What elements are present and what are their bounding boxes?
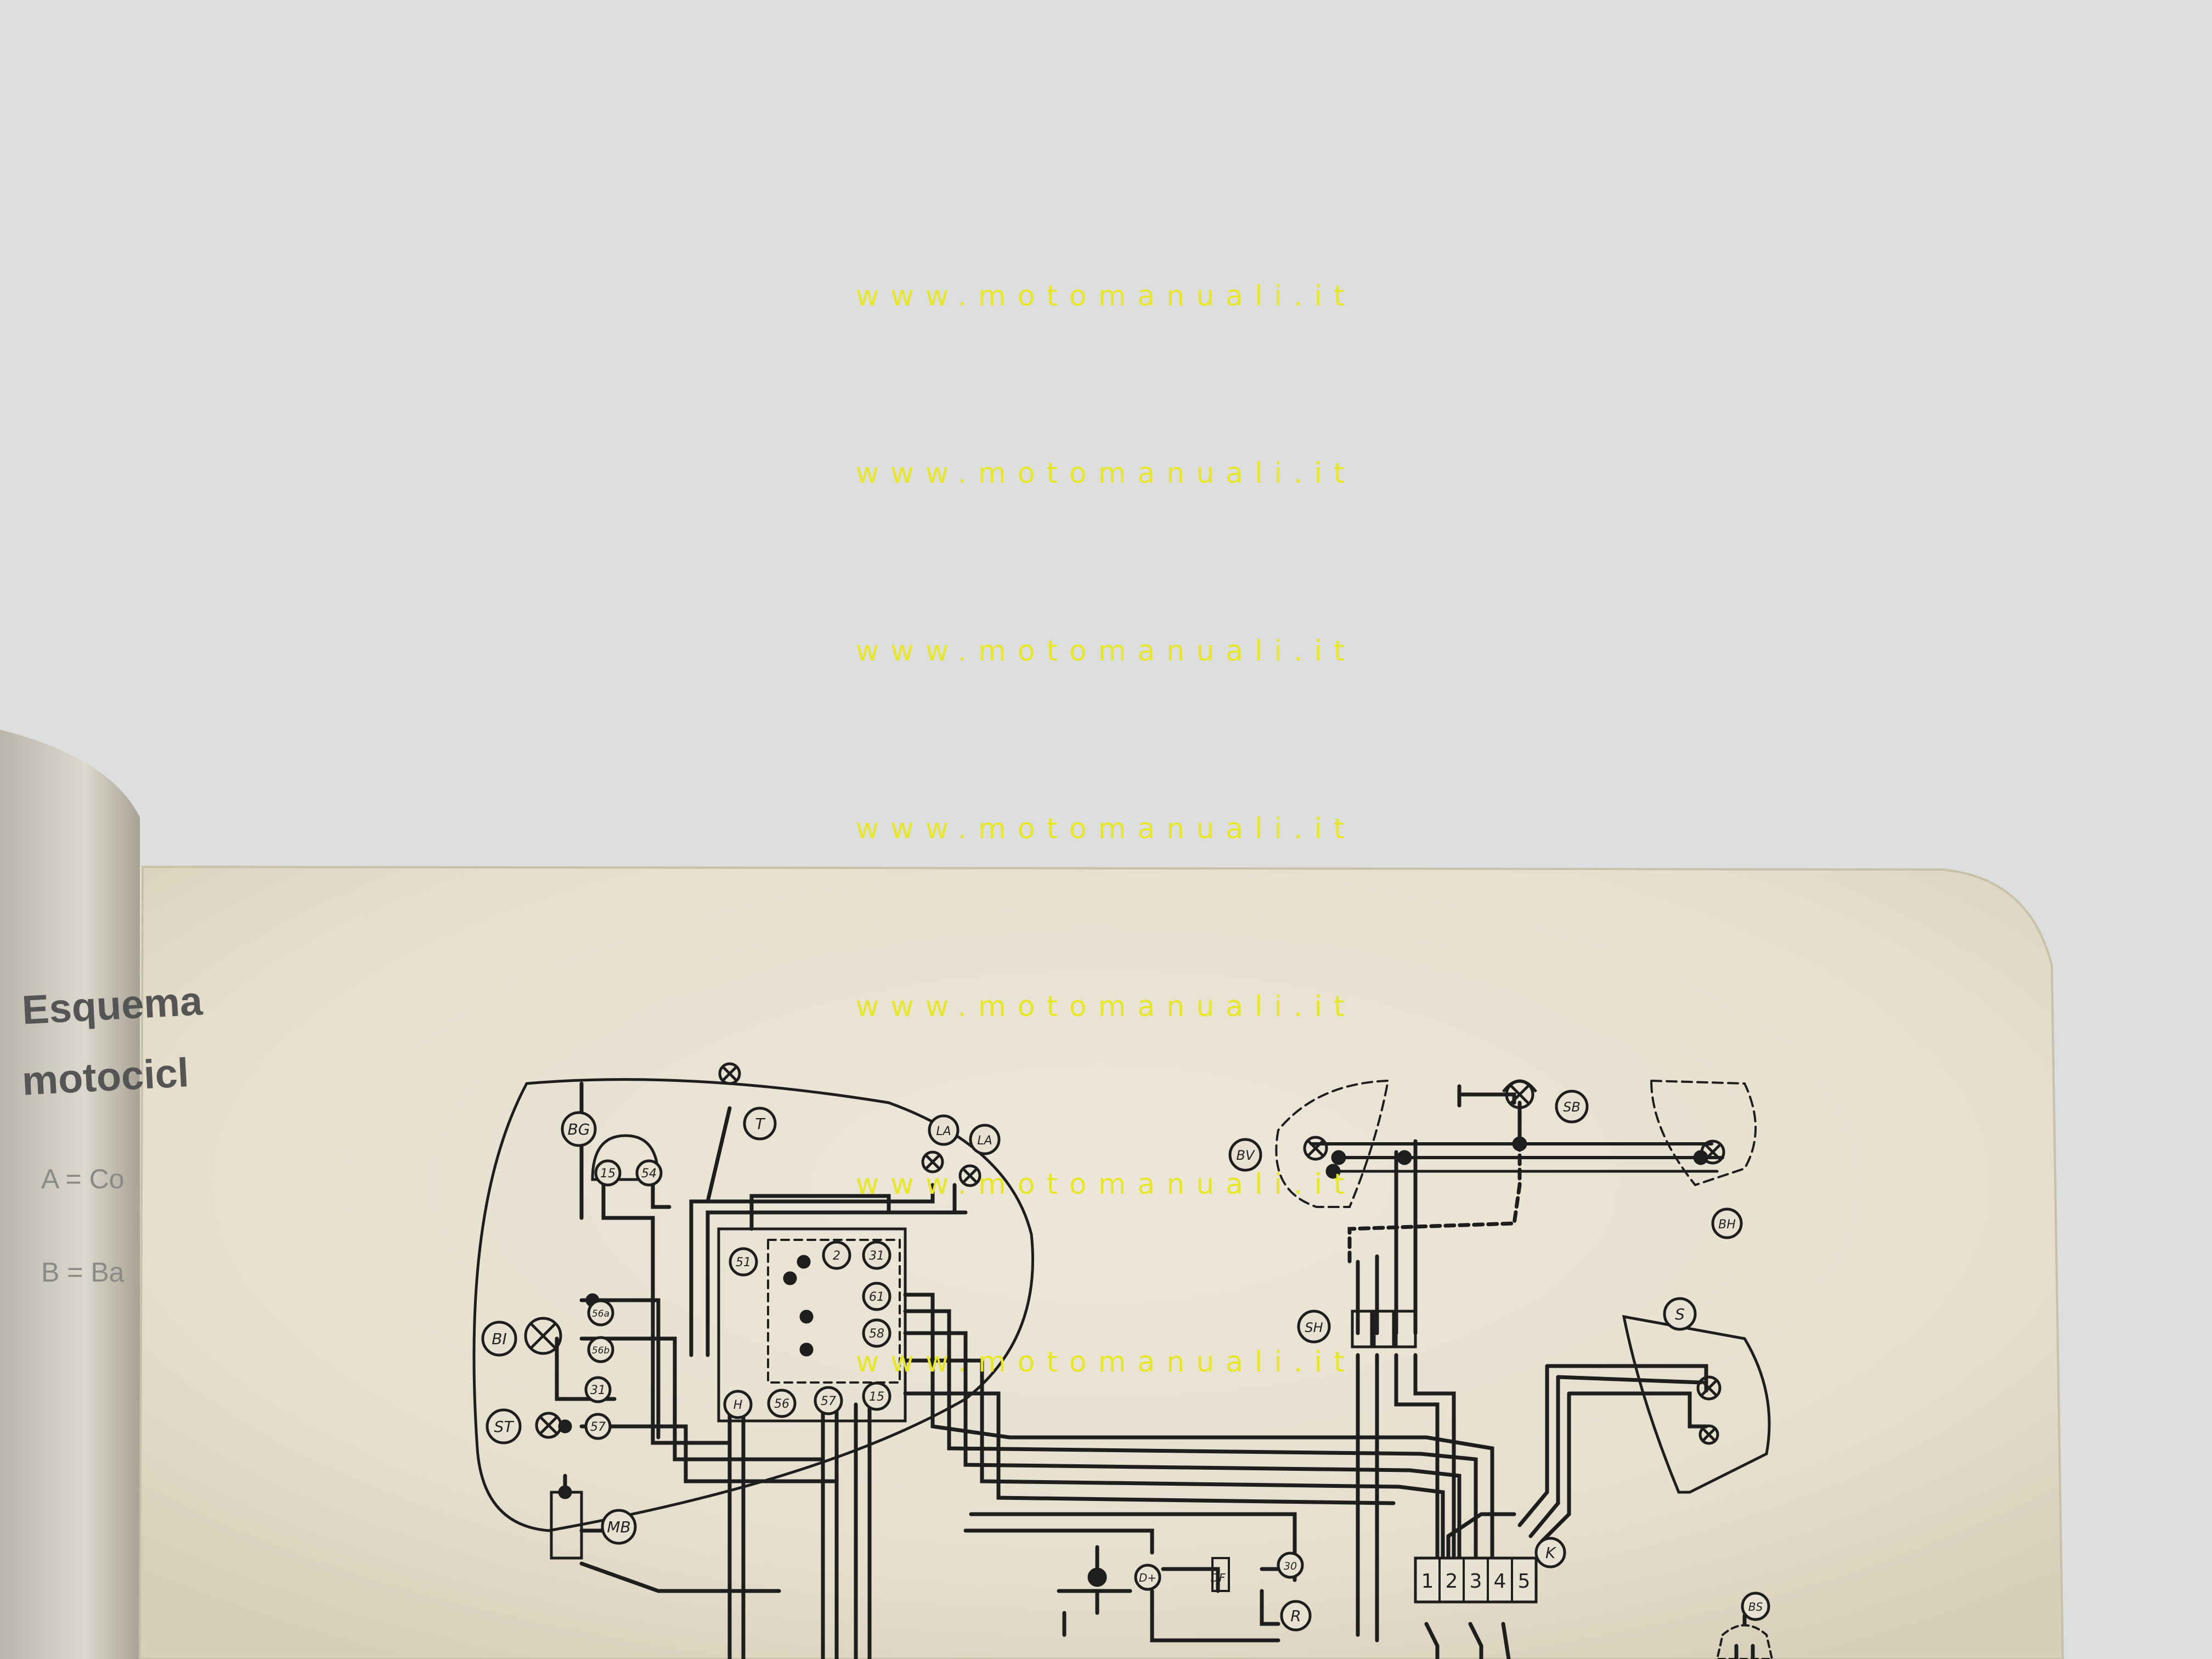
terminal-sw-58: 58 bbox=[869, 1327, 884, 1341]
warning-lamp-2 bbox=[958, 1164, 981, 1187]
terminal-sw-h: H bbox=[733, 1398, 743, 1412]
watermark-5: www.motomanuali.it bbox=[855, 990, 1357, 1023]
label-rectifier: R bbox=[1290, 1607, 1301, 1625]
terminal-sw-15: 15 bbox=[869, 1390, 884, 1404]
terminal-bi-56a: 56a bbox=[592, 1308, 610, 1319]
watermark-6: www.motomanuali.it bbox=[855, 1168, 1357, 1201]
harness-connector-2 bbox=[1373, 1310, 1395, 1348]
terminal-sw-2: 2 bbox=[833, 1249, 840, 1263]
wiring-diagram bbox=[472, 1078, 1774, 1659]
bulb-symbols bbox=[524, 1062, 1725, 1445]
label-horn: BG bbox=[568, 1120, 590, 1138]
df-regulator-box bbox=[1211, 1557, 1230, 1592]
terminal-block-1: 1 bbox=[1421, 1570, 1434, 1593]
terminal-bi-31: 31 bbox=[590, 1384, 606, 1397]
terminal-bi-56b: 56b bbox=[592, 1345, 610, 1356]
terminal-sw-51: 51 bbox=[736, 1256, 751, 1269]
tail-light-housing bbox=[1622, 1314, 1771, 1494]
label-lamp-left-1: LA bbox=[936, 1125, 951, 1138]
harness-connector-1 bbox=[1351, 1310, 1373, 1348]
front-indicator-bulb bbox=[1303, 1136, 1328, 1161]
terminal-sw-56: 56 bbox=[774, 1397, 789, 1411]
label-junction: K bbox=[1545, 1544, 1557, 1562]
label-parking: ST bbox=[494, 1418, 515, 1436]
terminal-horn-54: 54 bbox=[641, 1167, 657, 1181]
label-front-indicator: BV bbox=[1237, 1148, 1255, 1163]
rear-indicator-housing bbox=[1650, 1079, 1757, 1187]
label-dynamo-field: DF bbox=[1211, 1571, 1226, 1584]
terminal-texts: 15 54 51 2 31 61 58 H 56 57 15 56a 56b 3… bbox=[590, 1167, 1297, 1572]
label-headlamp: BI bbox=[492, 1330, 506, 1348]
left-page-title-line2: motocicl bbox=[21, 1049, 190, 1104]
label-tail-light: S bbox=[1675, 1305, 1685, 1323]
harness-connector-3 bbox=[1395, 1310, 1417, 1348]
terminal-block-4: 4 bbox=[1494, 1570, 1506, 1593]
terminal-sw-61: 61 bbox=[869, 1290, 884, 1304]
watermark-1: www.motomanuali.it bbox=[855, 280, 1357, 313]
label-switch-harness: SH bbox=[1305, 1320, 1323, 1335]
left-page-legend-b: B = Ba bbox=[41, 1257, 125, 1288]
headlamp-bulb bbox=[524, 1317, 562, 1355]
terminal-reg-30: 30 bbox=[1284, 1560, 1297, 1572]
front-indicator-housing bbox=[1275, 1079, 1390, 1208]
left-page-legend-a: A = Co bbox=[41, 1164, 125, 1194]
label-magneto: MB bbox=[607, 1518, 630, 1536]
parking-bulb bbox=[535, 1412, 562, 1439]
booklet-page bbox=[138, 865, 2064, 1659]
circled-labels bbox=[481, 1090, 1770, 1632]
terminal-block-3: 3 bbox=[1470, 1570, 1482, 1593]
left-page bbox=[0, 730, 140, 1659]
tail-bulb-2 bbox=[1699, 1424, 1719, 1445]
label-battery-sensor: BS bbox=[1748, 1600, 1763, 1613]
label-tachometer: T bbox=[755, 1115, 765, 1133]
switch-inner bbox=[767, 1239, 901, 1384]
watermark-2: www.motomanuali.it bbox=[855, 457, 1357, 490]
component-label-texts: BG T LA LA BV SB BH BI ST MB SH S K R BS… bbox=[492, 1099, 1763, 1625]
label-stop-lamp: SB bbox=[1563, 1099, 1581, 1115]
tachometer-bulb bbox=[718, 1062, 741, 1085]
terminal-block: 1 2 3 4 5 bbox=[1414, 1556, 1538, 1604]
label-lamp-left-2: LA bbox=[977, 1134, 992, 1148]
headlamp-housing-outline bbox=[472, 1078, 1034, 1532]
terminal-horn-15: 15 bbox=[600, 1167, 616, 1181]
terminal-st-57: 57 bbox=[590, 1420, 606, 1434]
terminal-block-5: 5 bbox=[1518, 1570, 1531, 1593]
watermark-7: www.motomanuali.it bbox=[855, 1346, 1357, 1379]
terminal-block-2: 2 bbox=[1446, 1570, 1458, 1593]
label-dynamo-plus: D+ bbox=[1139, 1571, 1156, 1584]
terminal-sw-57: 57 bbox=[821, 1395, 836, 1408]
watermark-3: www.motomanuali.it bbox=[855, 635, 1357, 668]
stop-lamp-bulb bbox=[1502, 1079, 1537, 1109]
tail-bulb-1 bbox=[1696, 1375, 1722, 1401]
label-rear-indicator: BH bbox=[1718, 1218, 1736, 1232]
rear-indicator-bulb bbox=[1700, 1139, 1725, 1165]
ignition-switch-box bbox=[717, 1227, 907, 1423]
watermark-4: www.motomanuali.it bbox=[855, 812, 1357, 845]
warning-lamp-1 bbox=[921, 1150, 944, 1173]
terminal-sw-31: 31 bbox=[869, 1249, 884, 1263]
